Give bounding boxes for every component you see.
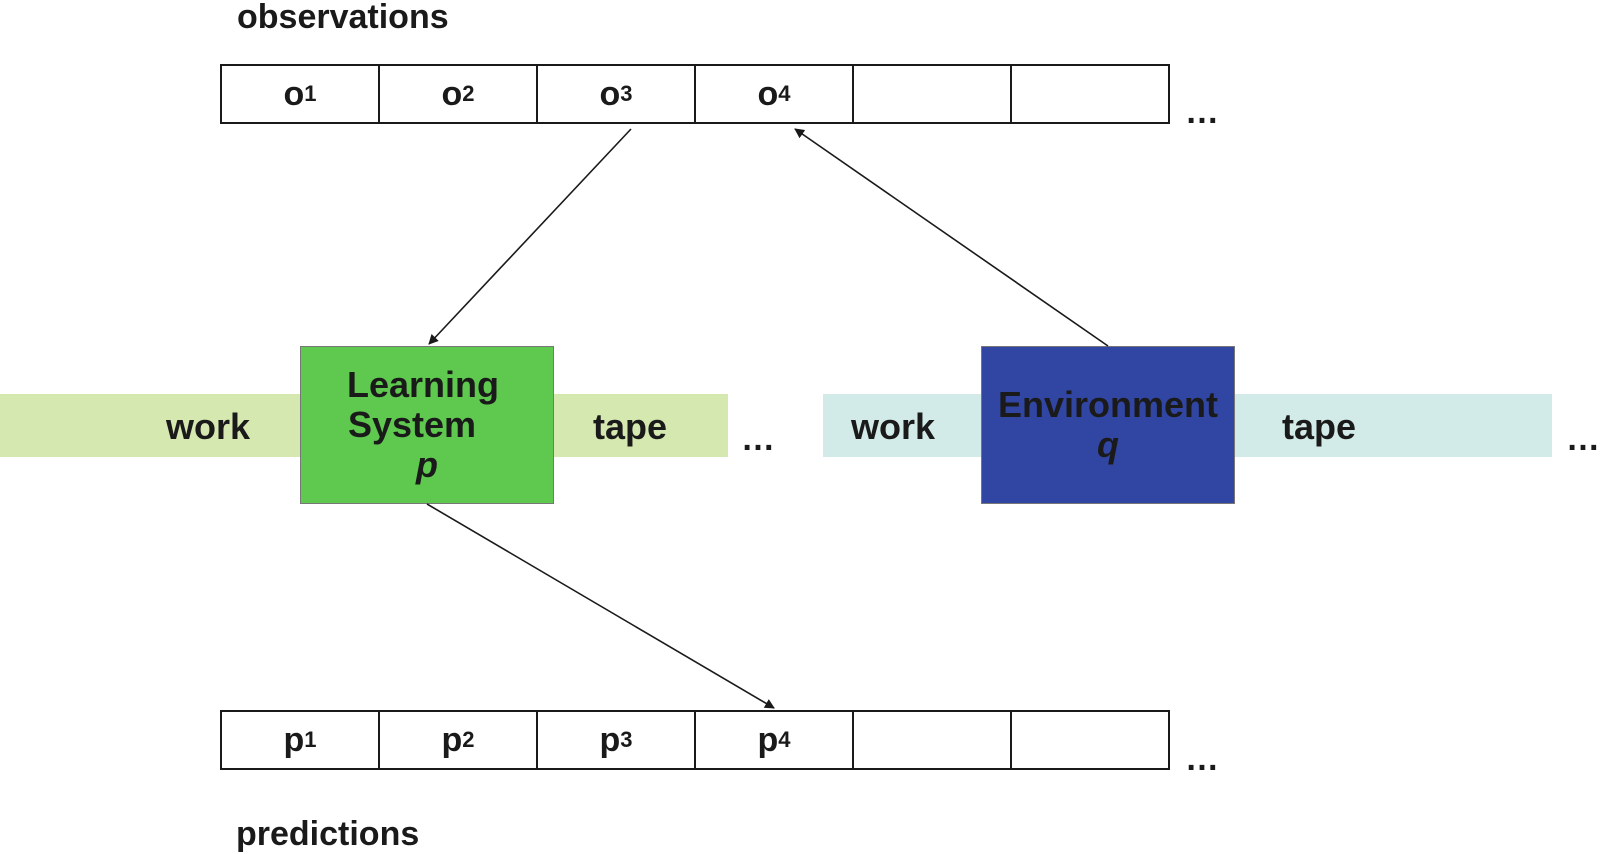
observation-cell: [854, 66, 1012, 122]
environment-title: Environment: [997, 384, 1219, 425]
prediction-cell-symbol: p: [757, 721, 779, 759]
observations-label: observations: [237, 0, 449, 36]
arrow-environment-to-o4: [794, 128, 1109, 347]
prediction-cell: [854, 712, 1012, 768]
observation-cell-symbol: o: [283, 75, 305, 113]
observation-cell-symbol: o: [599, 75, 621, 113]
learning-work-label: work: [166, 406, 251, 447]
learning-system-title-line1: Learning: [346, 364, 499, 405]
observation-cell-symbol: o: [441, 75, 463, 113]
learning-system-box: Learning System p: [300, 346, 554, 504]
arrow-o3-to-learning-system: [428, 128, 632, 345]
learning-tape-ellipsis: …: [741, 420, 775, 458]
observation-cell: [1012, 66, 1168, 122]
learning-system-title-line2: System: [347, 404, 477, 445]
prediction-cell-symbol: p: [283, 721, 305, 759]
environment-work-label: work: [851, 406, 936, 447]
observation-cell-symbol: o: [757, 75, 779, 113]
predictions-label: predictions: [236, 815, 420, 853]
prediction-cell-symbol: p: [441, 721, 463, 759]
learning-system-variable: p: [416, 444, 438, 485]
environment-box: Environment q: [981, 346, 1235, 504]
arrow-learning-system-to-p4: [426, 503, 775, 709]
observations-ellipsis: …: [1185, 93, 1219, 131]
prediction-cell-symbol: p: [599, 721, 621, 759]
environment-variable: q: [1097, 424, 1119, 465]
predictions-ellipsis: …: [1185, 740, 1219, 778]
environment-tape-label: tape: [1282, 406, 1357, 447]
learning-tape-label: tape: [593, 406, 668, 447]
environment-tape-ellipsis: …: [1566, 420, 1600, 458]
prediction-cell: [1012, 712, 1168, 768]
